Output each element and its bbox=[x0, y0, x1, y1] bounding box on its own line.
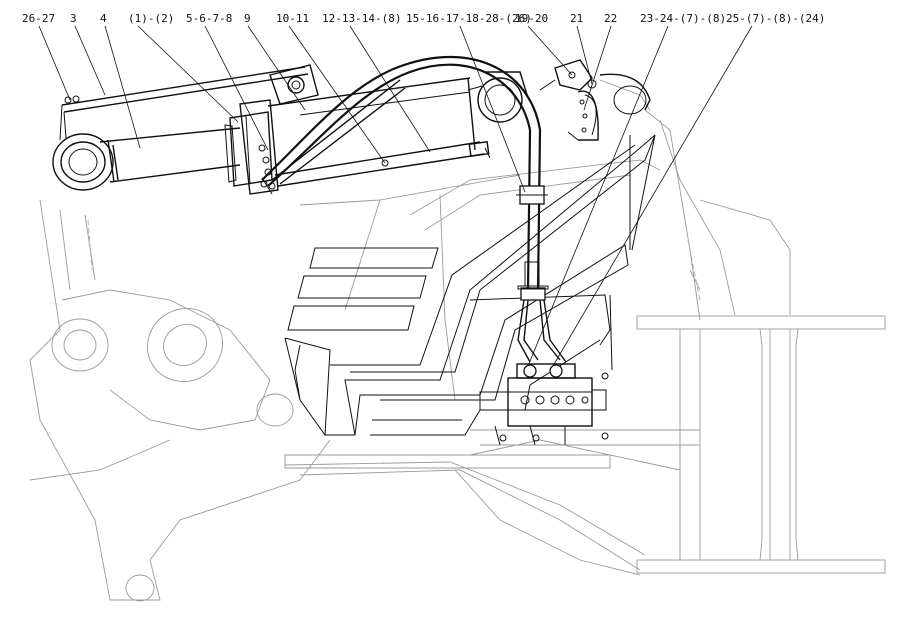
callout-5-6-7-8: 5-6-7-8 bbox=[186, 12, 232, 25]
callout-23-24-7-8: 23-24-(7)-(8) bbox=[640, 12, 726, 25]
boom-cylinder-assembly bbox=[52, 64, 651, 195]
callout-3: 3 bbox=[70, 12, 77, 25]
callout-15-16-17-18-28-26: 15-16-17-18-28-(26) bbox=[406, 12, 532, 25]
callout-25-7-8-24: 25-(7)-(8)-(24) bbox=[726, 12, 825, 25]
callout-4: 4 bbox=[100, 12, 107, 25]
callout-12-13-14-8: 12-13-14-(8) bbox=[322, 12, 401, 25]
callout-26-27: 26-27 bbox=[22, 12, 55, 25]
callout-22: 22 bbox=[604, 12, 617, 25]
callout-1-2: (1)-(2) bbox=[128, 12, 174, 25]
top-bracket-parts bbox=[539, 59, 599, 141]
control-valve-block bbox=[479, 363, 609, 446]
callout-leaders bbox=[38, 25, 753, 367]
callout-labels: 26-27 3 4 (1)-(2) 5-6-7-8 9 10-11 12-13-… bbox=[22, 12, 825, 25]
hydraulic-hose bbox=[261, 56, 567, 363]
callout-21: 21 bbox=[570, 12, 583, 25]
callout-9: 9 bbox=[244, 12, 251, 25]
callout-19-20: 19-20 bbox=[515, 12, 548, 25]
callout-10-11: 10-11 bbox=[276, 12, 309, 25]
background-frame-outline bbox=[29, 79, 886, 602]
